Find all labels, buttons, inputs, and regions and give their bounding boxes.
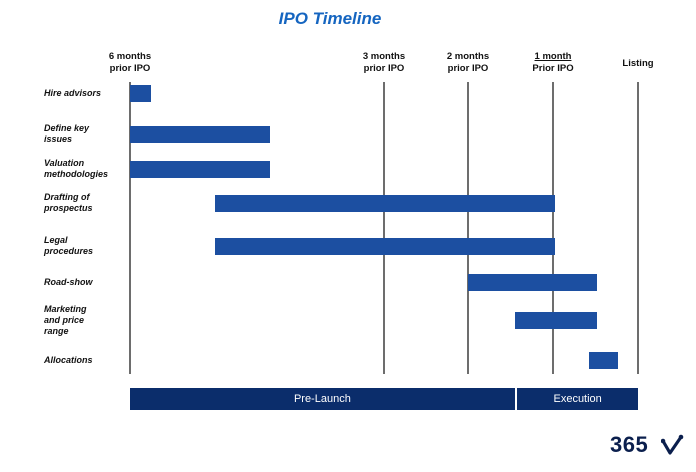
phase-bar-pre-launch: Pre-Launch xyxy=(130,388,515,410)
task-label: Allocations xyxy=(44,355,126,366)
milestone-label-line: 1 month xyxy=(534,51,572,62)
task-label-line: Marketing xyxy=(44,303,87,314)
task-label-line: prospectus xyxy=(44,203,93,213)
task-bar xyxy=(130,84,152,102)
task-bar xyxy=(588,351,618,369)
milestone-line-m2 xyxy=(467,82,469,374)
milestone-label-line: prior IPO xyxy=(363,62,405,74)
milestone-label-line: 6 months xyxy=(108,51,152,62)
task-bar xyxy=(130,125,270,143)
milestone-label-line: Listing xyxy=(622,58,654,69)
task-bar xyxy=(214,194,555,212)
task-label-line: Road-show xyxy=(44,276,93,287)
task-bar xyxy=(214,237,555,255)
task-bar xyxy=(468,273,598,291)
milestone-line-listing xyxy=(637,82,639,374)
task-label-line: Drafting of xyxy=(44,192,90,202)
task-label-line: range xyxy=(44,325,69,336)
milestone-label-listing: Listing xyxy=(593,58,683,70)
task-label-line: Legal xyxy=(44,235,68,245)
task-label: Road-show xyxy=(44,277,126,288)
brand-logo-mark-icon xyxy=(661,434,684,455)
task-bar xyxy=(514,311,598,329)
task-label-line: methodologies xyxy=(44,169,109,179)
milestone-label-line: 2 months xyxy=(446,51,490,62)
task-label-line: issues xyxy=(44,134,73,144)
task-label-line: Allocations xyxy=(44,354,93,365)
brand-logo: 365 xyxy=(610,432,649,457)
task-label: Hire advisors xyxy=(44,88,126,99)
task-bar xyxy=(130,160,270,178)
chart-title: IPO Timeline xyxy=(278,9,382,28)
phase-bar-execution: Execution xyxy=(517,388,638,410)
milestone-label-line: 3 months xyxy=(362,51,406,62)
task-label-line: Define key xyxy=(44,123,90,133)
milestone-label-line: prior IPO xyxy=(447,62,489,74)
task-label-line: and price xyxy=(44,314,85,325)
milestone-line-m3 xyxy=(383,82,385,374)
task-label-line: procedures xyxy=(44,246,94,256)
milestone-label-line: prior IPO xyxy=(109,62,151,74)
milestone-line-m1 xyxy=(552,82,554,374)
milestone-label-line: Prior IPO xyxy=(532,62,574,74)
task-label-line: Hire advisors xyxy=(44,87,102,98)
milestone-line-m6 xyxy=(129,82,131,374)
task-label-line: Valuation xyxy=(44,158,85,168)
